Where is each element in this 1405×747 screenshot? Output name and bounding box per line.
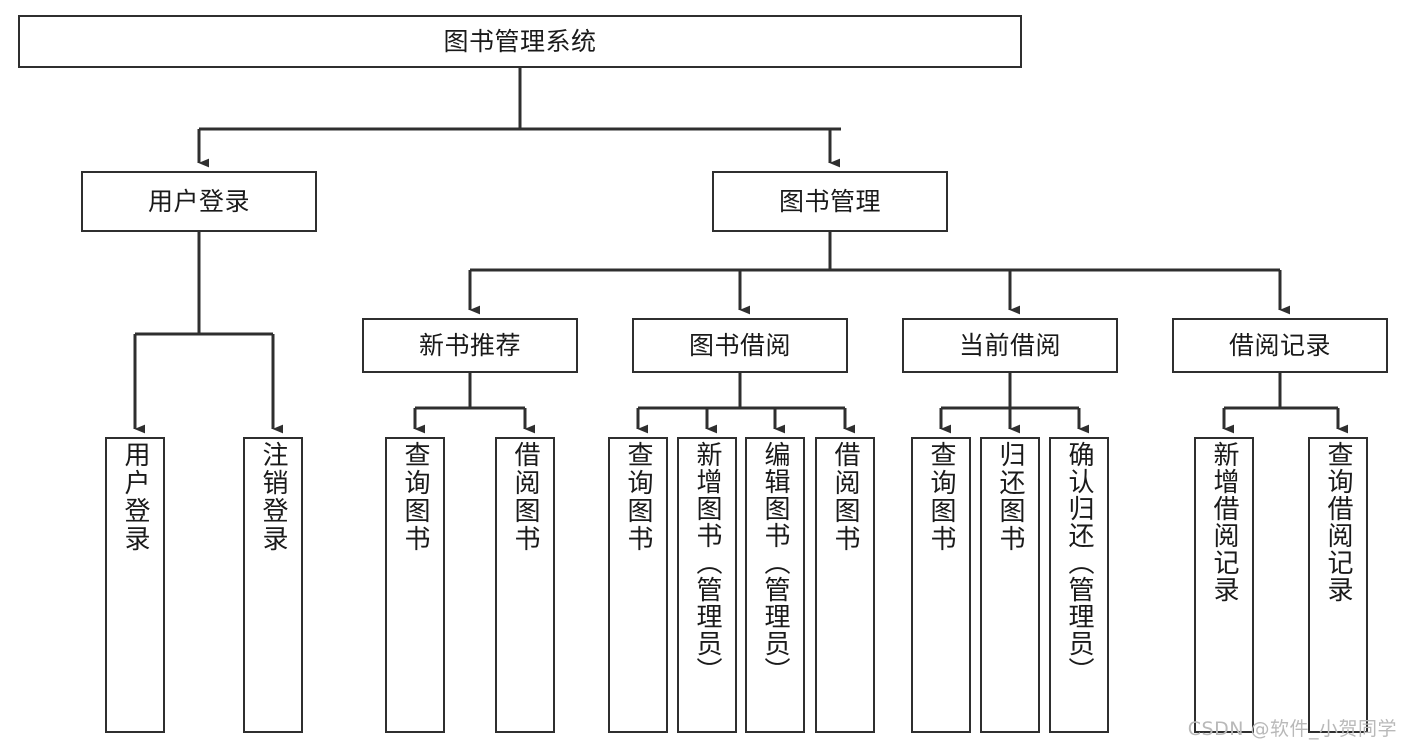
node-leaf-query-book-2[interactable]: 查询图书 xyxy=(608,437,668,733)
node-user-login[interactable]: 用户登录 xyxy=(81,171,317,232)
node-leaf-query-borrow-record-label: 查询借阅记录 xyxy=(1323,441,1353,603)
node-leaf-edit-book-admin-label: 编辑图书（管理员） xyxy=(760,441,790,684)
node-leaf-query-book-3[interactable]: 查询图书 xyxy=(911,437,971,733)
node-borrow-record[interactable]: 借阅记录 xyxy=(1172,318,1388,373)
node-user-login-label: 用户登录 xyxy=(147,186,250,216)
node-leaf-query-book-3-label: 查询图书 xyxy=(926,441,956,553)
node-leaf-borrow-book-2-label: 借阅图书 xyxy=(830,441,860,553)
node-book-manage[interactable]: 图书管理 xyxy=(712,171,948,232)
node-leaf-confirm-return-admin[interactable]: 确认归还（管理员） xyxy=(1049,437,1109,733)
node-book-borrow[interactable]: 图书借阅 xyxy=(632,318,848,373)
node-leaf-edit-book-admin[interactable]: 编辑图书（管理员） xyxy=(745,437,805,733)
node-leaf-user-login[interactable]: 用户登录 xyxy=(105,437,165,733)
node-leaf-query-book-1[interactable]: 查询图书 xyxy=(385,437,445,733)
node-leaf-borrow-book-2[interactable]: 借阅图书 xyxy=(815,437,875,733)
node-book-borrow-label: 图书借阅 xyxy=(688,330,791,360)
node-leaf-borrow-book-1-label: 借阅图书 xyxy=(510,441,540,553)
node-leaf-add-borrow-record-label: 新增借阅记录 xyxy=(1209,441,1239,603)
node-leaf-borrow-book-1[interactable]: 借阅图书 xyxy=(495,437,555,733)
node-leaf-confirm-return-admin-label: 确认归还（管理员） xyxy=(1064,441,1094,684)
node-root-system[interactable]: 图书管理系统 xyxy=(18,15,1022,68)
csdn-watermark: CSDN @软件_小贺同学 xyxy=(1187,718,1397,740)
node-leaf-logout-login-label: 注销登录 xyxy=(258,441,288,553)
node-current-borrow[interactable]: 当前借阅 xyxy=(902,318,1118,373)
node-new-book-recommend-label: 新书推荐 xyxy=(418,330,521,360)
node-leaf-add-borrow-record[interactable]: 新增借阅记录 xyxy=(1194,437,1254,733)
node-leaf-return-book-label: 归还图书 xyxy=(995,441,1025,553)
node-leaf-user-login-label: 用户登录 xyxy=(120,441,150,553)
node-leaf-logout-login[interactable]: 注销登录 xyxy=(243,437,303,733)
node-current-borrow-label: 当前借阅 xyxy=(958,330,1061,360)
node-leaf-query-borrow-record[interactable]: 查询借阅记录 xyxy=(1308,437,1368,733)
node-root-system-label: 图书管理系统 xyxy=(443,26,597,56)
node-leaf-add-book-admin-label: 新增图书（管理员） xyxy=(692,441,722,684)
node-book-manage-label: 图书管理 xyxy=(778,186,881,216)
node-leaf-query-book-2-label: 查询图书 xyxy=(623,441,653,553)
node-borrow-record-label: 借阅记录 xyxy=(1228,330,1331,360)
node-leaf-return-book[interactable]: 归还图书 xyxy=(980,437,1040,733)
node-leaf-query-book-1-label: 查询图书 xyxy=(400,441,430,553)
node-new-book-recommend[interactable]: 新书推荐 xyxy=(362,318,578,373)
node-leaf-add-book-admin[interactable]: 新增图书（管理员） xyxy=(677,437,737,733)
